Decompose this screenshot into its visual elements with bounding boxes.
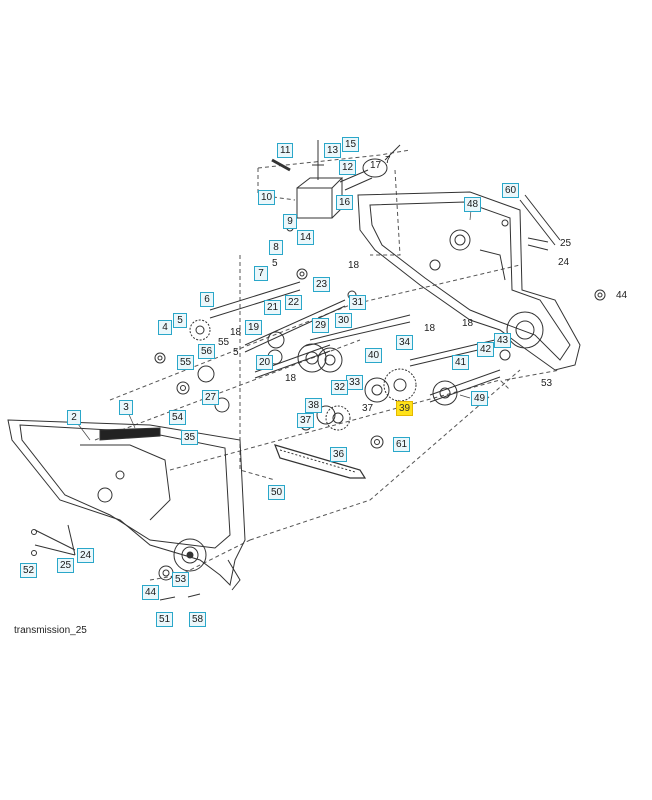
callout-part-42[interactable]: 42 [477, 342, 495, 357]
label-part-18-b[interactable]: 18 [424, 323, 436, 334]
callout-part-31[interactable]: 31 [349, 295, 367, 310]
callout-part-10[interactable]: 10 [258, 190, 276, 205]
callout-part-36[interactable]: 36 [330, 447, 348, 462]
callout-part-20[interactable]: 20 [256, 355, 274, 370]
callout-part-54[interactable]: 54 [169, 410, 187, 425]
label-part-5-top[interactable]: 5 [272, 258, 278, 269]
callout-part-9[interactable]: 9 [283, 214, 297, 229]
callout-part-43[interactable]: 43 [494, 333, 512, 348]
callout-part-25-left[interactable]: 25 [57, 558, 75, 573]
label-part-44-right[interactable]: 44 [616, 290, 628, 301]
callout-part-50[interactable]: 50 [268, 485, 286, 500]
callout-part-4[interactable]: 4 [158, 320, 172, 335]
callout-part-49[interactable]: 49 [471, 391, 489, 406]
callout-part-15[interactable]: 15 [342, 137, 360, 152]
callout-part-40[interactable]: 40 [365, 348, 383, 363]
callout-part-48[interactable]: 48 [464, 197, 482, 212]
callout-part-56[interactable]: 56 [198, 344, 216, 359]
callout-part-23[interactable]: 23 [313, 277, 331, 292]
callout-part-2[interactable]: 2 [67, 410, 81, 425]
callout-part-19[interactable]: 19 [245, 320, 263, 335]
callout-part-3[interactable]: 3 [119, 400, 133, 415]
label-part-18-c[interactable]: 18 [462, 318, 474, 329]
label-part-18-e[interactable]: 18 [285, 373, 297, 384]
callout-part-32[interactable]: 32 [331, 380, 349, 395]
callout-part-8[interactable]: 8 [269, 240, 283, 255]
callout-part-11[interactable]: 11 [277, 143, 294, 158]
label-part-24-right[interactable]: 24 [558, 257, 570, 268]
callout-part-39-highlighted[interactable]: 39 [396, 401, 414, 416]
callout-part-60[interactable]: 60 [502, 183, 520, 198]
dashed-guide-lines [94, 149, 561, 581]
diagram-caption: transmission_25 [14, 625, 87, 636]
label-part-53-right[interactable]: 53 [541, 378, 553, 389]
label-part-18-a[interactable]: 18 [348, 260, 360, 271]
callout-part-52[interactable]: 52 [20, 563, 38, 578]
callout-part-37[interactable]: 37 [297, 413, 315, 428]
callout-part-41[interactable]: 41 [452, 355, 470, 370]
callout-part-6[interactable]: 6 [200, 292, 214, 307]
label-part-37-inline[interactable]: 37 [362, 403, 374, 414]
callout-part-30[interactable]: 30 [335, 313, 353, 328]
callout-part-53-bottom[interactable]: 53 [172, 572, 190, 587]
callout-part-61[interactable]: 61 [393, 437, 411, 452]
callout-part-35[interactable]: 35 [181, 430, 199, 445]
label-part-17[interactable]: 17 [370, 160, 382, 171]
label-part-5-mid[interactable]: 5 [233, 347, 239, 358]
label-part-7-top[interactable]: 7 [385, 155, 391, 166]
callout-part-34[interactable]: 34 [396, 335, 414, 350]
label-part-25-right[interactable]: 25 [560, 238, 572, 249]
callout-part-12[interactable]: 12 [339, 160, 357, 175]
callout-part-33[interactable]: 33 [346, 375, 364, 390]
callout-part-51[interactable]: 51 [156, 612, 174, 627]
label-part-55-small[interactable]: 55 [218, 337, 230, 348]
callout-part-21[interactable]: 21 [264, 300, 282, 315]
callout-part-44-left[interactable]: 44 [142, 585, 160, 600]
gear-set [189, 319, 458, 431]
callout-part-7[interactable]: 7 [254, 266, 268, 281]
callout-part-38[interactable]: 38 [305, 398, 323, 413]
callout-part-27[interactable]: 27 [202, 390, 220, 405]
bearings [154, 219, 606, 581]
callout-part-5[interactable]: 5 [173, 313, 187, 328]
callout-part-29[interactable]: 29 [312, 318, 330, 333]
callout-part-14[interactable]: 14 [297, 230, 315, 245]
callout-part-13[interactable]: 13 [324, 143, 342, 158]
callout-part-24-left[interactable]: 24 [77, 548, 95, 563]
callout-part-22[interactable]: 22 [285, 295, 303, 310]
callout-part-16[interactable]: 16 [336, 195, 354, 210]
callout-part-55[interactable]: 55 [177, 355, 195, 370]
diagram-linework [7, 140, 606, 601]
label-part-18-d[interactable]: 18 [230, 327, 242, 338]
callout-part-58[interactable]: 58 [189, 612, 207, 627]
